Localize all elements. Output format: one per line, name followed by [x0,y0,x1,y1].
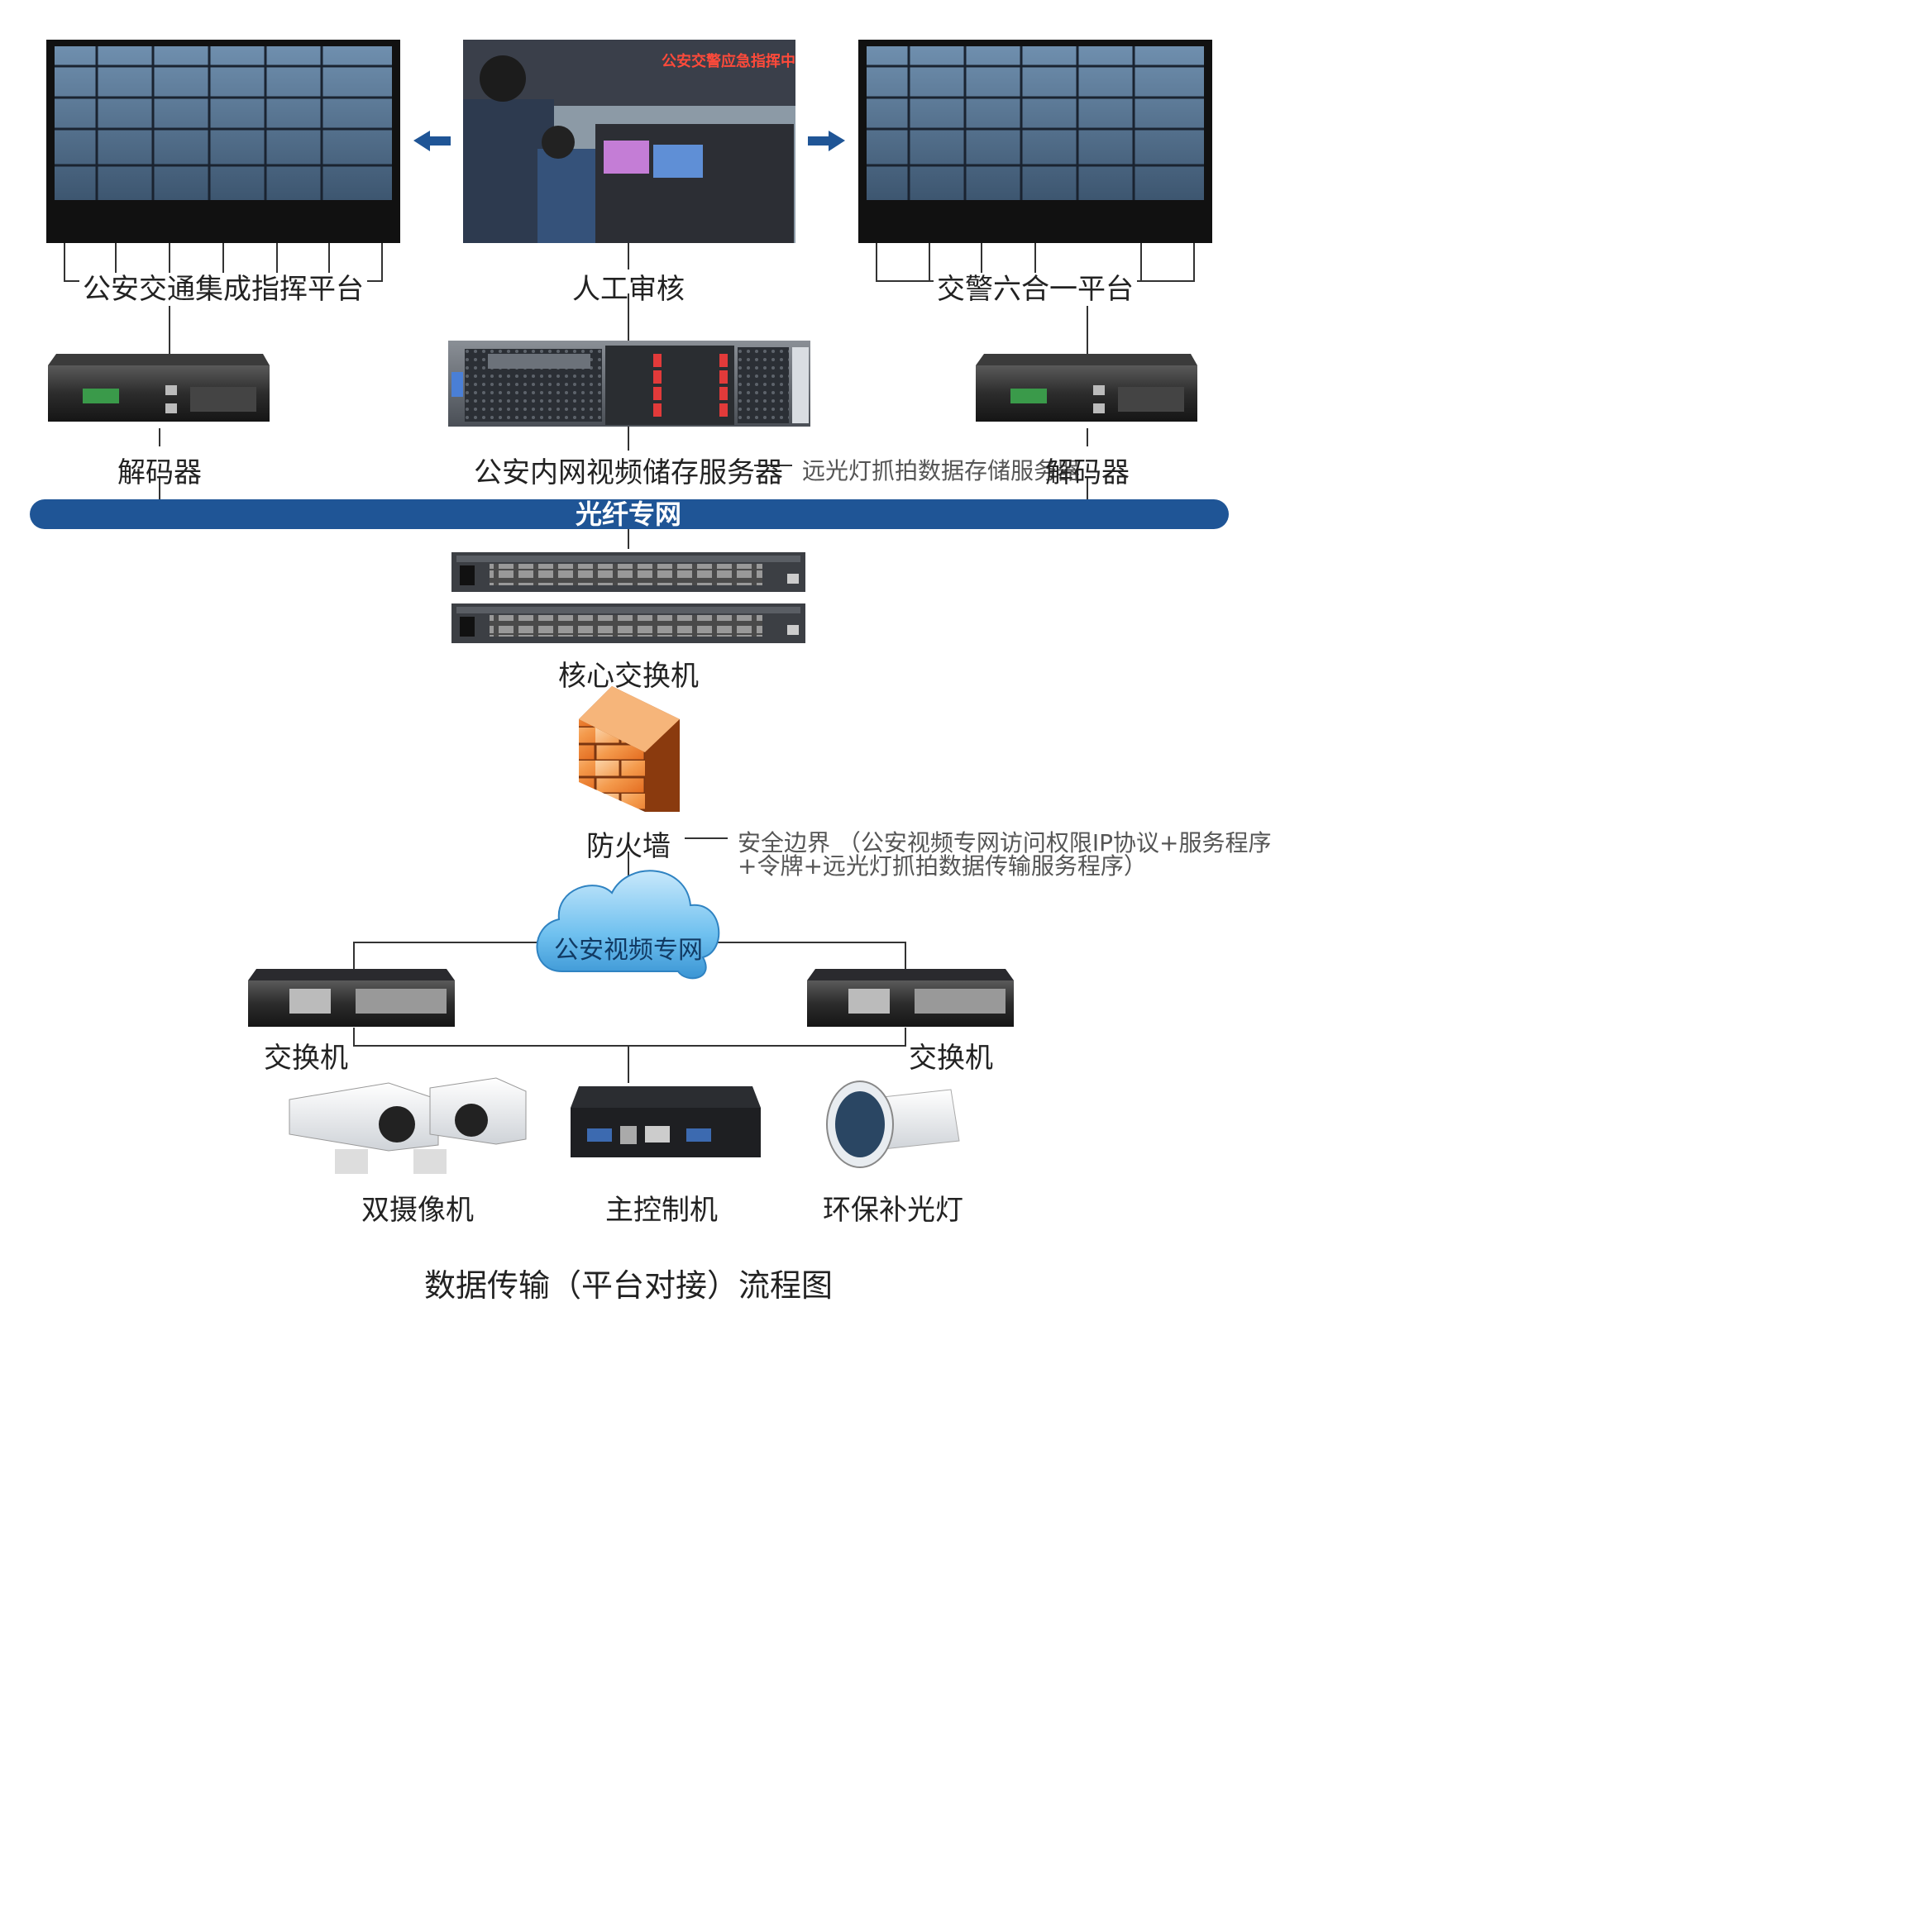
platform-right-label: 交警六合一平台 [934,266,1137,307]
diagram-caption: 数据传输（平台对接）流程图 [423,1267,834,1304]
firewall-note-line2: +令牌+远光灯抓拍数据传输服务程序） [738,852,1147,880]
switch-left-device [248,969,455,1027]
switch-right-label: 交换机 [909,1042,993,1075]
dual-camera-label: 双摄像机 [361,1194,474,1227]
dual-camera-icon [289,1077,527,1174]
decoder-right-device [976,354,1197,422]
core-switch-label: 核心交换机 [558,660,699,693]
decoder-left-device [48,354,270,422]
storage-server-note: 远光灯抓拍数据存储服务器 [802,457,1081,484]
switch-right-device [807,969,1014,1027]
monitor-banner-text: 公安交警应急指挥中 [662,53,795,70]
decoder-right-label: 解码器 [1045,456,1130,489]
fill-light-icon [826,1080,960,1168]
fiber-network-bar [30,499,1229,529]
video-wall-right [858,40,1212,243]
cloud-icon [536,870,720,980]
decoder-left-label: 解码器 [117,456,202,489]
arrow-left-icon [413,131,451,151]
storage-server-device [448,341,810,427]
video-wall-left [46,40,400,243]
video-network-label: 公安视频专网 [554,936,703,965]
platform-left-label: 公安交通集成指挥平台 [79,266,367,307]
firewall-icon [579,686,680,812]
switch-left-label: 交换机 [264,1042,348,1075]
main-controller-icon [571,1086,761,1157]
arrow-right-icon [808,131,845,151]
manual-review-label: 人工审核 [572,273,685,306]
core-switch-device [451,552,805,643]
fiber-network-label: 光纤专网 [575,499,682,530]
firewall-note-line1: 安全边界 （公安视频专网访问权限IP协议+服务程序 [738,829,1272,856]
fill-light-label: 环保补光灯 [823,1194,963,1227]
monitoring-room-photo [463,40,795,243]
firewall-label: 防火墙 [586,830,671,863]
main-controller-label: 主控制机 [605,1194,718,1227]
storage-server-label: 公安内网视频储存服务器 [474,456,783,489]
